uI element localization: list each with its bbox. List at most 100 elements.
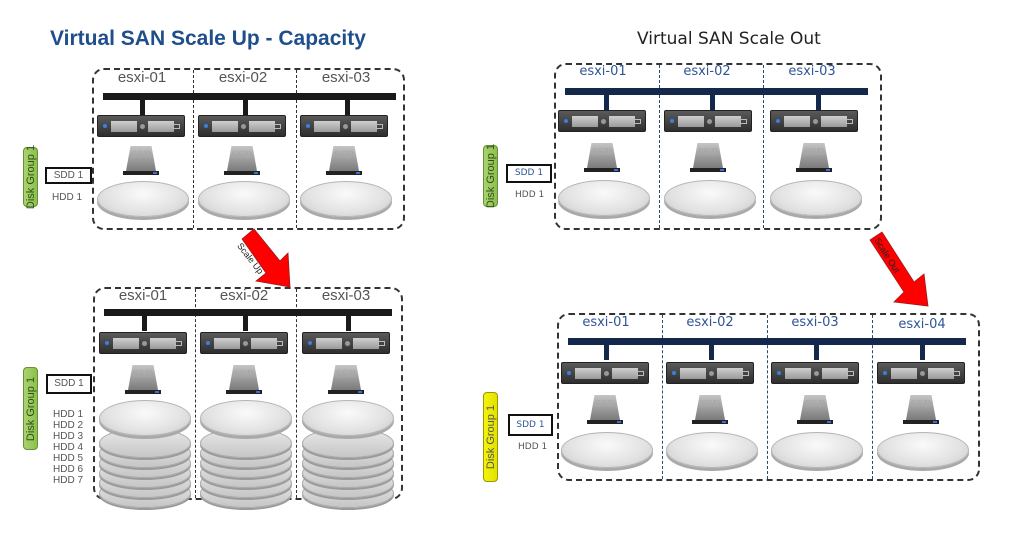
network-link [346,315,351,331]
ssd-body [229,365,259,390]
scale-up-arrow-icon [241,228,291,288]
server-bay [784,116,810,127]
server-icon [99,332,187,354]
host-label: esxi-04 [898,317,946,332]
ssd-icon: SSD [796,143,832,173]
server-knob [919,370,926,377]
ssd-glyph: SSD [333,151,355,161]
disk-group-tag: Disk Group 1 [23,144,38,210]
server-knob [603,370,610,377]
ssd-glyph: SSD [335,370,357,380]
hdd-platter-icon [302,400,394,436]
ssd-label: SDD 1 [516,420,545,430]
server-knob [139,123,146,130]
ssd-led [827,421,831,423]
hdd-label: HDD 7 [53,475,84,486]
server-led [776,119,780,123]
ssd-base [903,420,939,424]
cluster-scale-up-before [92,68,405,230]
ssd-icon: SSD [587,395,623,425]
server-led [564,119,568,123]
ssd-label: SDD 1 [514,168,544,178]
server-icon [771,362,859,384]
ssd-base [690,168,726,172]
ssd-led [155,391,159,393]
server-port [742,371,749,376]
network-link [814,344,819,360]
hdd-label: HDD 2 [53,420,84,431]
hdd-platter-icon [198,181,290,217]
ssd-label-box: SDD 1 [46,374,92,394]
ssd-icon: SSD [797,395,833,425]
hdd-platter-icon [770,180,862,216]
ssd-led [933,421,937,423]
ssd-led [256,391,260,393]
cluster-scale-out-after [557,313,980,481]
server-icon [97,115,185,137]
network-bus [568,338,966,345]
network-link [709,344,714,360]
hdd-label: HDD 1 [52,192,83,203]
server-bay [314,121,340,132]
ssd-icon: SSD [226,365,262,395]
host-divider [195,289,196,498]
server-bay [111,121,137,132]
hdd-platter-icon [877,432,969,468]
ssd-icon: SSD [326,146,362,176]
server-bay [928,368,954,379]
ssd-base [224,171,260,175]
server-port [634,119,641,124]
server-bay [316,338,342,349]
scale-out-arrow-icon [869,231,929,307]
server-port [173,124,180,129]
server-knob [706,118,713,125]
host-divider [659,65,660,228]
server-bay [148,121,174,132]
network-bus [565,88,868,95]
server-bay [572,116,598,127]
server-bay [609,116,635,127]
ssd-base [226,390,262,394]
ssd-base [692,420,728,424]
ssd-glyph: SSD [591,148,613,158]
server-icon [664,110,752,132]
server-icon [666,362,754,384]
host-label: esxi-03 [321,287,371,304]
server-knob [812,118,819,125]
server-icon [558,110,646,132]
network-link [604,344,609,360]
server-port [847,371,854,376]
server-icon [302,332,390,354]
ssd-body [695,395,725,420]
host-divider [872,315,873,479]
ssd-glyph: SSD [804,400,826,410]
cluster-scale-out-before [554,63,882,230]
network-bus [104,309,392,316]
hdd-platter-icon [666,432,758,468]
host-divider [296,289,297,498]
disk-group-tag: Disk Group 1 [23,367,38,450]
server-bay [678,116,704,127]
ssd-body [329,146,359,171]
ssd-base [584,168,620,172]
server-led [777,371,781,375]
server-knob [242,340,249,347]
ssd-glyph: SSD [132,370,154,380]
network-link [140,99,145,115]
server-led [103,124,107,128]
host-label: esxi-02 [218,69,268,86]
network-link [920,344,925,360]
ssd-body [331,365,361,390]
hdd-label: HDD 4 [53,442,84,453]
ssd-icon: SSD [123,146,159,176]
hdd-label: HDD 5 [53,453,84,464]
server-port [376,124,383,129]
host-label: esxi-03 [791,315,839,330]
host-label: esxi-03 [788,64,836,79]
server-led [306,124,310,128]
hdd-platter-icon [558,180,650,216]
host-label: esxi-03 [321,69,371,86]
server-bay [575,368,601,379]
server-led [567,371,571,375]
disk-group-label: Disk Group 1 [24,144,37,210]
